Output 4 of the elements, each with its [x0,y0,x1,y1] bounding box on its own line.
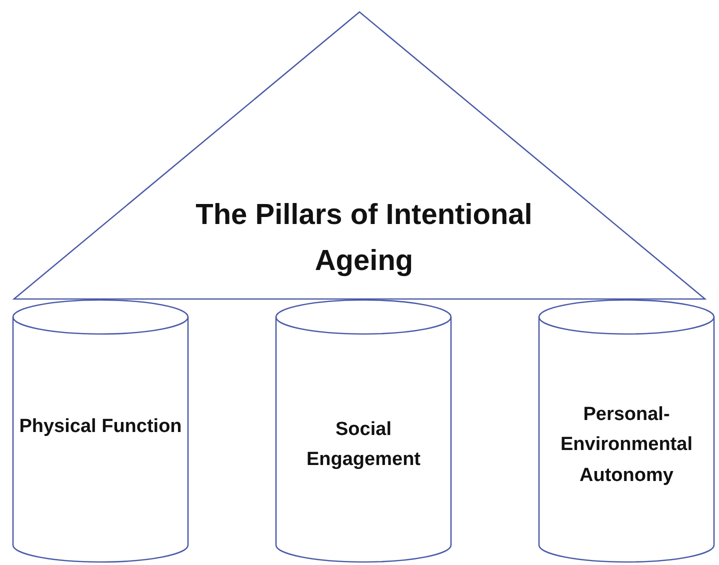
title-text: The Pillars of Intentional Ageing [194,198,534,280]
pillar-label: Personal- Environmental Autonomy [560,403,694,488]
pillar-label: Social Engagement [305,418,422,472]
pillar-label: Physical Function [18,415,183,439]
